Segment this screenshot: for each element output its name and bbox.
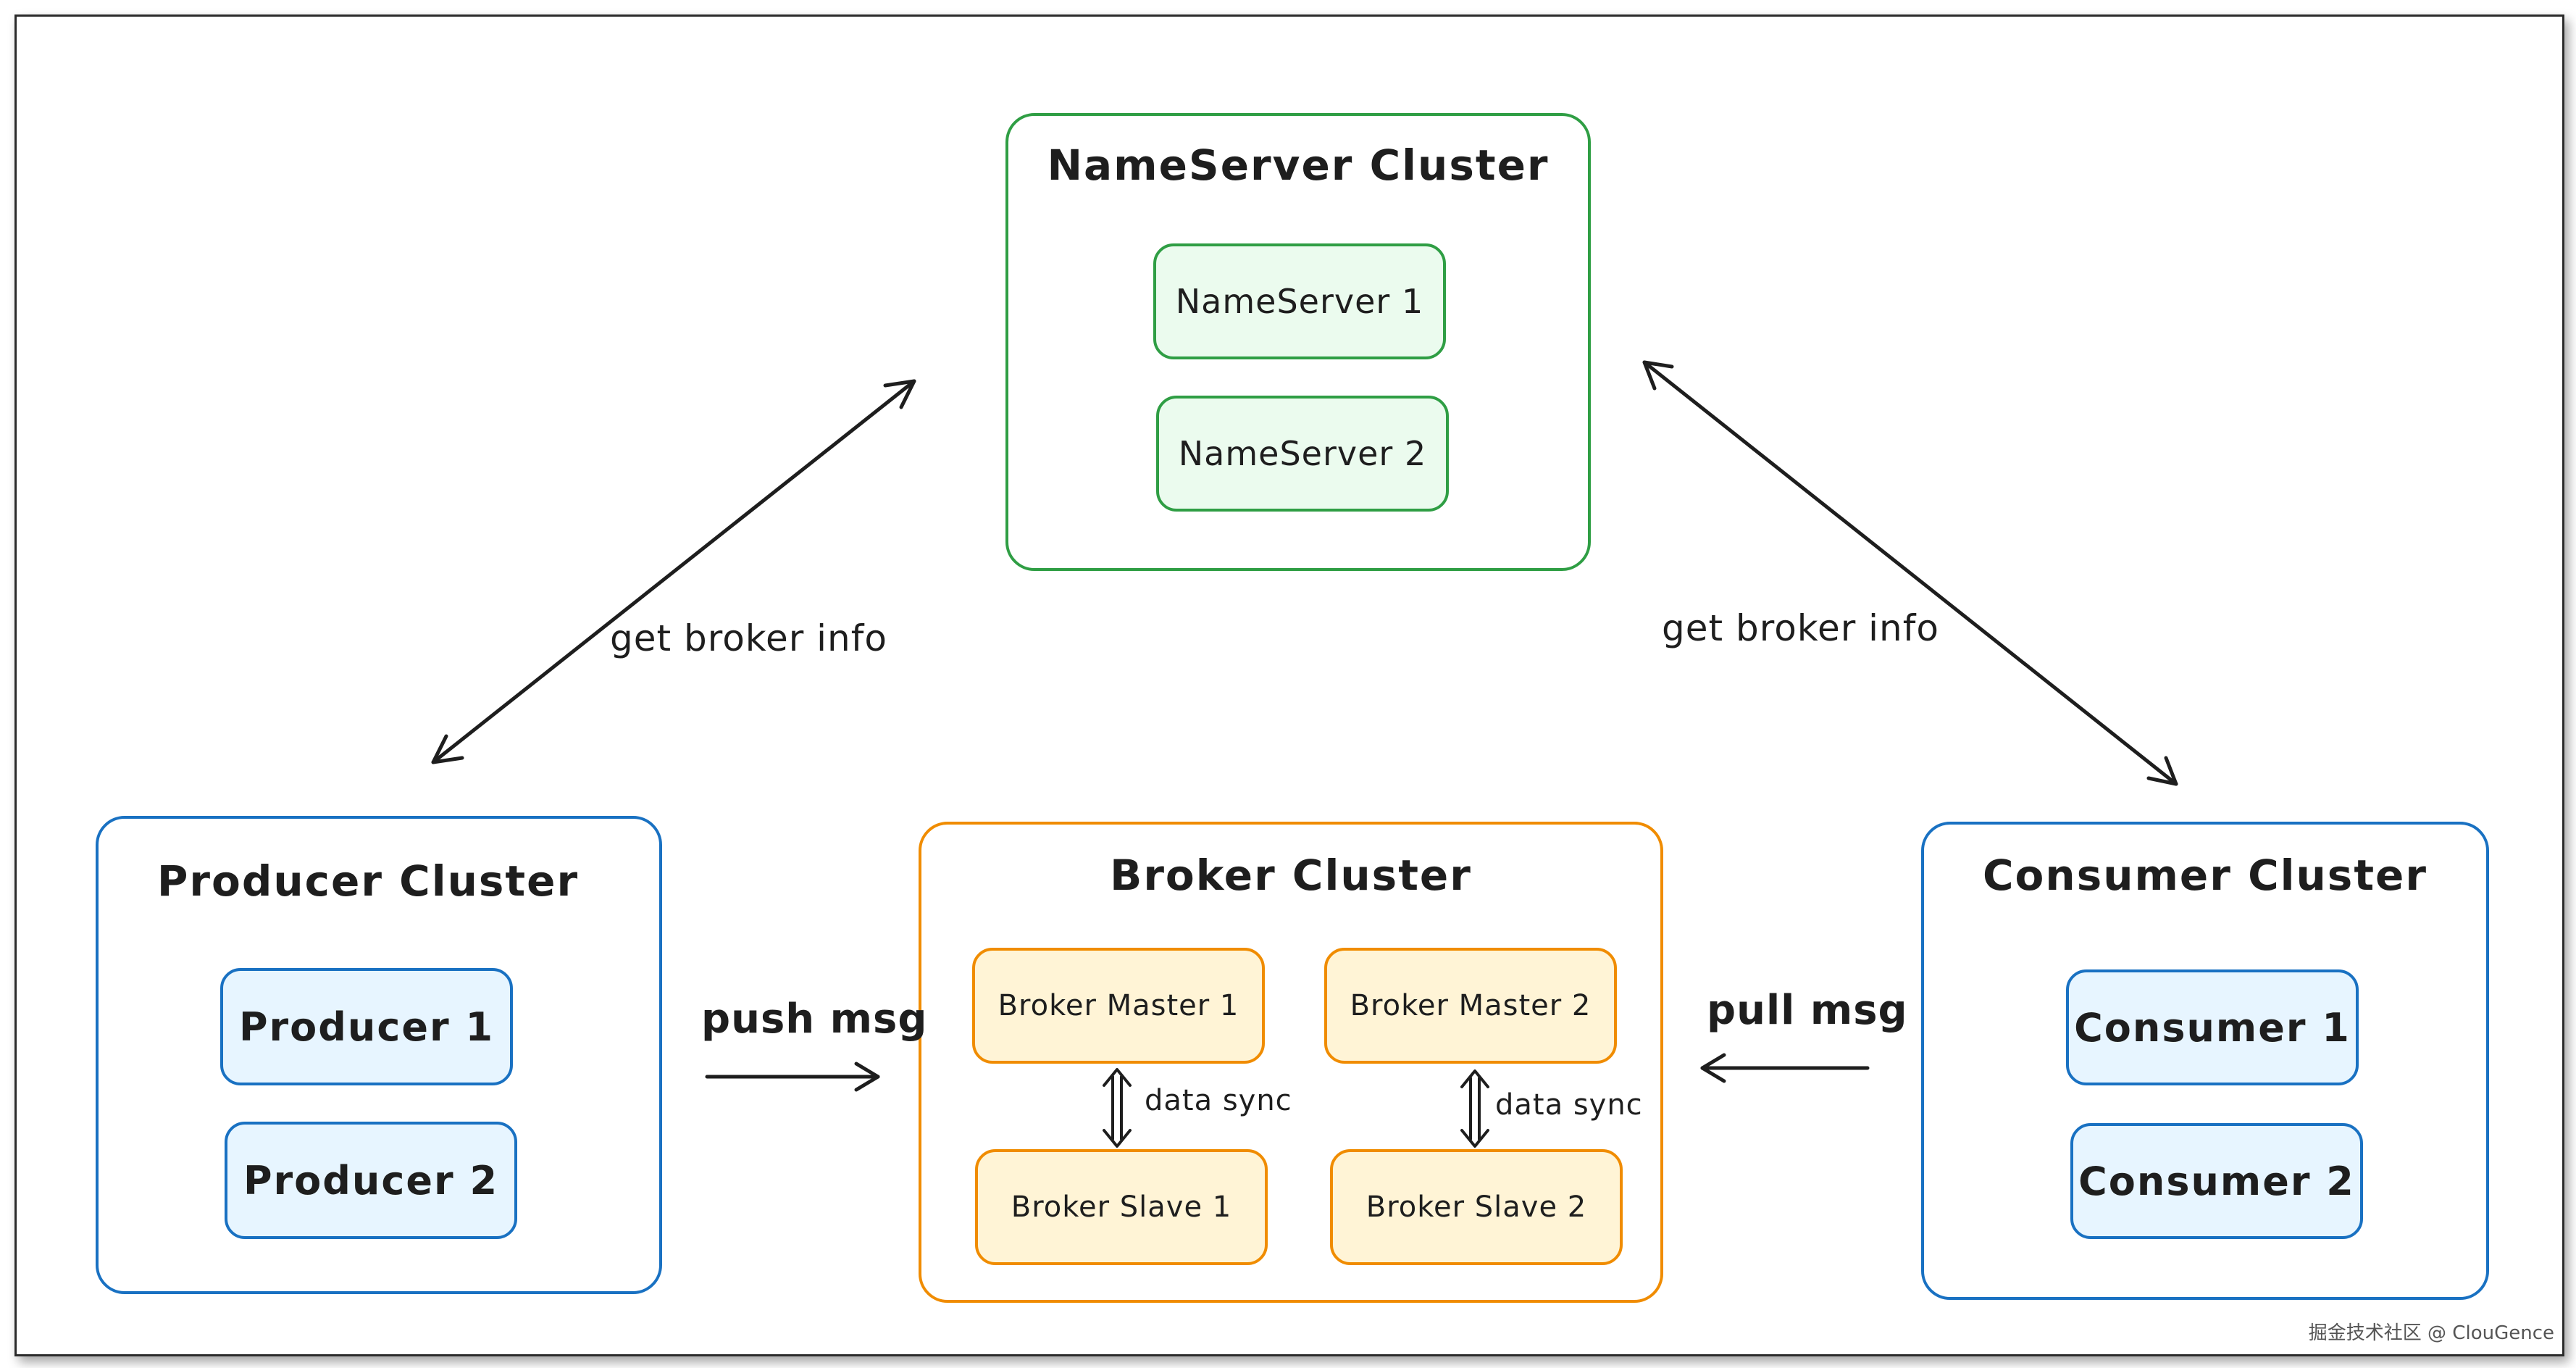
producer-cluster: Producer Cluster Producer 1 Producer 2 (96, 816, 662, 1294)
nameserver-cluster-title: NameServer Cluster (1047, 141, 1550, 190)
producer-cluster-title: Producer Cluster (156, 856, 580, 906)
producer-1: Producer 1 (220, 968, 513, 1085)
consumer-1: Consumer 1 (2066, 969, 2359, 1085)
push-msg-label: push msg (701, 996, 928, 1043)
broker-master-2: Broker Master 2 (1324, 948, 1617, 1064)
nameserver-1: NameServer 1 (1153, 243, 1446, 359)
producer-2: Producer 2 (225, 1122, 517, 1239)
consumer-2: Consumer 2 (2070, 1123, 2363, 1239)
producer-nameserver-label: get broker info (610, 617, 887, 659)
broker-cluster: Broker Cluster Broker Master 1 Broker Ma… (919, 822, 1663, 1303)
broker-slave-2: Broker Slave 2 (1330, 1149, 1623, 1265)
broker-master-1: Broker Master 1 (972, 948, 1265, 1064)
watermark: 掘金技术社区 @ ClouGence (2308, 1322, 2554, 1344)
nameserver-cluster: NameServer Cluster NameServer 1 NameServ… (1005, 113, 1591, 571)
consumer-cluster: Consumer Cluster Consumer 1 Consumer 2 (1921, 822, 2489, 1300)
consumer-cluster-title: Consumer Cluster (1982, 851, 2427, 900)
consumer-nameserver-label: get broker info (1662, 607, 1939, 649)
data-sync-label-2: data sync (1495, 1088, 1643, 1122)
data-sync-label-1: data sync (1145, 1084, 1292, 1117)
nameserver-2: NameServer 2 (1156, 396, 1449, 512)
broker-slave-1: Broker Slave 1 (975, 1149, 1268, 1265)
pull-msg-label: pull msg (1707, 987, 1908, 1034)
broker-cluster-title: Broker Cluster (1110, 851, 1472, 900)
